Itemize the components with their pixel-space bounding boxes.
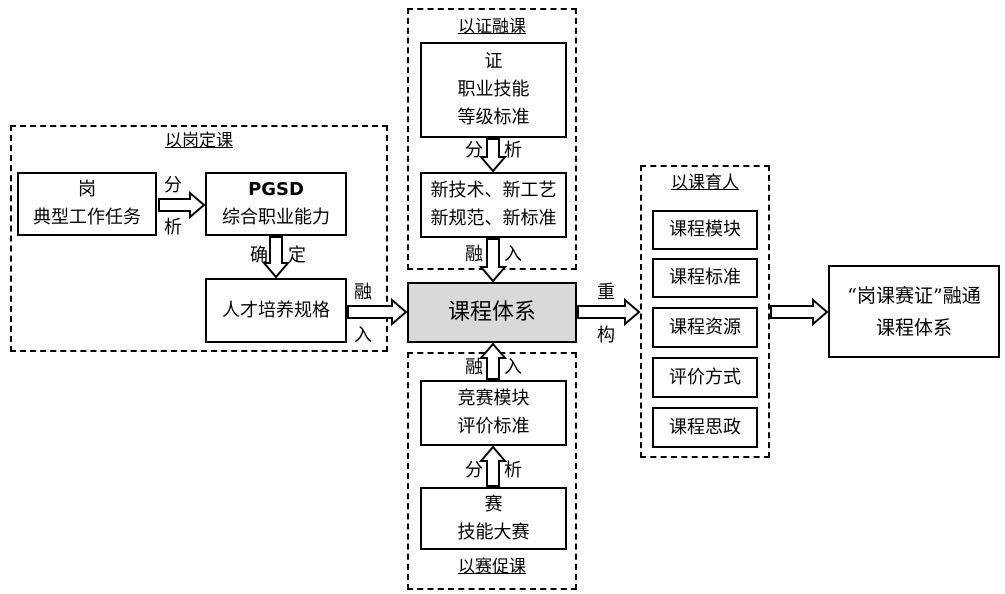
arrow-newtech-to-course bbox=[478, 238, 508, 283]
talent-spec-box: 人才培养规格 bbox=[205, 278, 347, 343]
arrow-label: 分 bbox=[164, 175, 182, 196]
typical-work-task-box: 岗 典型工作任务 bbox=[17, 172, 157, 236]
group-title-certificate: 以证融课 bbox=[458, 17, 526, 37]
arrow-modules-to-final bbox=[770, 297, 829, 327]
box-line: 课程思政 bbox=[669, 416, 741, 438]
arrow-label: 分 bbox=[465, 460, 483, 481]
box-line: 新技术、新工艺 bbox=[430, 180, 557, 201]
group-title-course: 以课育人 bbox=[671, 173, 739, 193]
arrow-label: 入 bbox=[354, 325, 372, 346]
course-standard-box: 课程标准 bbox=[652, 258, 758, 298]
competition-module-box: 竞赛模块 评价标准 bbox=[420, 380, 567, 446]
box-line: 课程标准 bbox=[669, 267, 741, 288]
course-educates-people-group bbox=[640, 165, 770, 458]
arrow-contest-to-module bbox=[478, 445, 508, 487]
box-line: 人才培养规格 bbox=[222, 299, 330, 321]
box-line: 课程体系 bbox=[447, 299, 536, 325]
arrow-label: 分 bbox=[465, 140, 483, 161]
arrow-label: 析 bbox=[164, 217, 182, 238]
box-line: 竞赛模块 bbox=[457, 388, 530, 409]
arrow-label: 析 bbox=[504, 460, 522, 481]
box-line: 新规范、新标准 bbox=[430, 208, 557, 229]
course-resource-box: 课程资源 bbox=[652, 307, 758, 348]
box-line: 评价标准 bbox=[457, 416, 530, 437]
box-line: PGSD bbox=[248, 179, 304, 200]
arrow-pgsd-to-talent-spec bbox=[261, 236, 291, 279]
arrow-label: 融 bbox=[354, 282, 372, 303]
box-line: 等级标准 bbox=[457, 107, 530, 128]
box-line: 课程体系 bbox=[875, 316, 952, 339]
box-line: 典型工作任务 bbox=[33, 207, 141, 228]
box-line: 技能大赛 bbox=[457, 521, 530, 543]
box-line: “岗课赛证”融通 bbox=[847, 284, 981, 307]
arrow-competition-to-course bbox=[478, 342, 508, 380]
arrow-label: 重 bbox=[597, 282, 615, 303]
arrow-talent-to-course bbox=[347, 297, 408, 327]
post-defines-course-group bbox=[10, 125, 388, 352]
arrow-label: 融 bbox=[465, 244, 483, 265]
arrow-label: 确 bbox=[250, 245, 268, 266]
arrow-label: 构 bbox=[597, 325, 615, 346]
arrow-cert-to-newtech bbox=[478, 138, 508, 173]
course-system-box: 课程体系 bbox=[407, 282, 577, 343]
box-line: 综合职业能力 bbox=[222, 207, 330, 228]
box-line: 课程模块 bbox=[669, 219, 741, 240]
box-line: 职业技能 bbox=[457, 79, 530, 100]
pgsd-competency-box: PGSD 综合职业能力 bbox=[205, 172, 347, 236]
box-line: 岗 bbox=[78, 179, 96, 200]
group-title-post: 以岗定课 bbox=[165, 131, 233, 151]
arrow-label: 融 bbox=[465, 357, 483, 378]
arrow-label: 入 bbox=[504, 357, 522, 378]
arrow-course-to-modules bbox=[577, 297, 641, 327]
course-ideology-box: 课程思政 bbox=[652, 407, 758, 448]
new-tech-standards-box: 新技术、新工艺 新规范、新标准 bbox=[420, 172, 567, 238]
box-line: 评价方式 bbox=[669, 366, 741, 388]
box-line: 赛 bbox=[484, 493, 503, 515]
arrow-label: 析 bbox=[504, 140, 522, 161]
evaluation-method-box: 评价方式 bbox=[652, 357, 758, 398]
group-title-competition: 以赛促课 bbox=[458, 557, 526, 577]
box-line: 证 bbox=[484, 51, 503, 72]
skill-level-standard-box: 证 职业技能 等级标准 bbox=[420, 42, 567, 138]
box-line: 课程资源 bbox=[669, 316, 741, 338]
course-module-box: 课程模块 bbox=[652, 210, 758, 250]
skill-competition-box: 赛 技能大赛 bbox=[420, 487, 567, 550]
arrow-label: 入 bbox=[504, 244, 522, 265]
arrow-label: 定 bbox=[288, 245, 306, 266]
arrow-task-to-pgsd bbox=[158, 190, 206, 220]
integrated-course-system-box: “岗课赛证”融通 课程体系 bbox=[828, 265, 1000, 358]
